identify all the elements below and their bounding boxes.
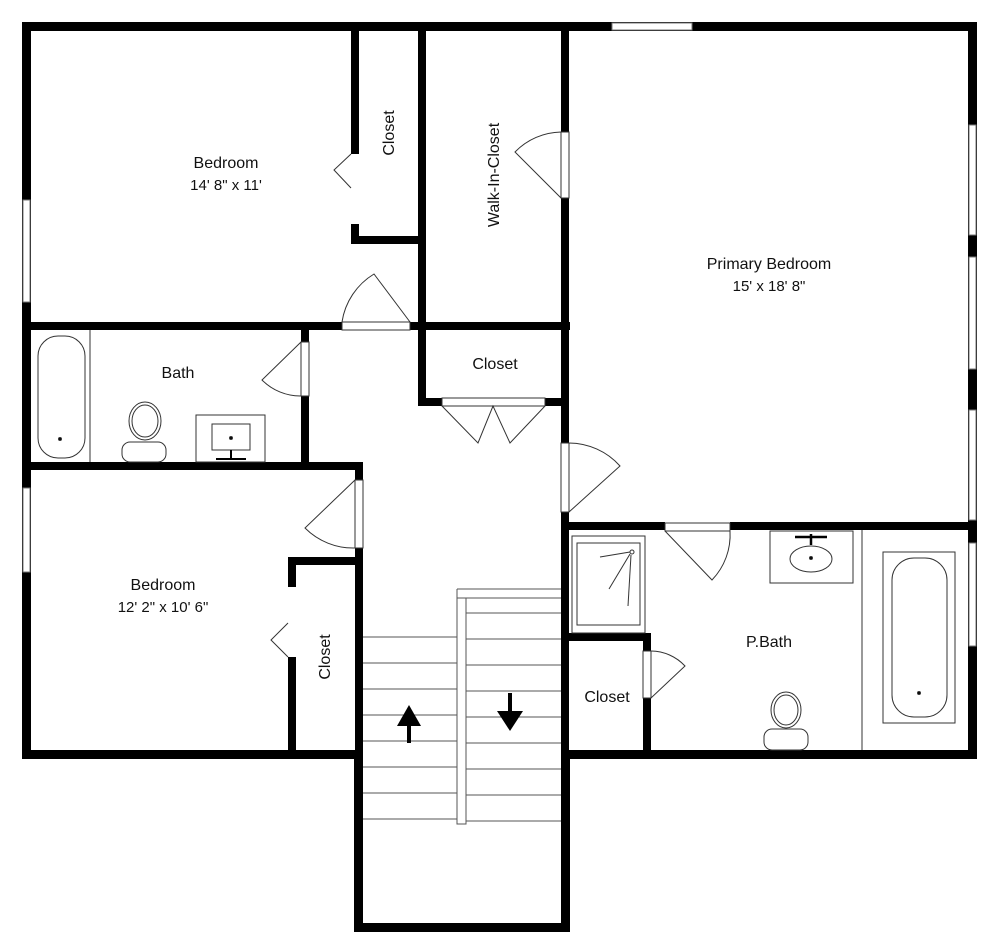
window-right-3: [968, 409, 977, 521]
shower-p-bath: [571, 535, 646, 634]
window-right-1: [968, 124, 977, 236]
room-label-primary-bedroom: Primary Bedroom 15' x 18' 8": [707, 255, 831, 299]
door-bedroom-1: [341, 273, 411, 323]
doors: [261, 131, 731, 699]
bathtub-bath: [37, 330, 91, 462]
room-label-bedroom-1: Bedroom 14' 8" x 11': [190, 154, 262, 198]
room-label-p-bath: P.Bath: [746, 633, 792, 653]
room-dimensions: 12' 2" x 10' 6": [117, 599, 209, 616]
interior-walls: [22, 30, 977, 760]
room-name: Primary Bedroom: [706, 256, 832, 273]
fixtures: [37, 330, 956, 751]
room-label-closet-2: Closet: [316, 634, 336, 679]
window-right-4: [968, 542, 977, 647]
door-walk-in-closet: [514, 131, 562, 199]
door-primary-bedroom: [568, 442, 621, 513]
arrow-up-icon: [397, 705, 421, 743]
room-name: Closet: [381, 110, 398, 156]
door-bath: [261, 341, 302, 397]
room-name: Bath: [161, 365, 195, 382]
room-label-closet-hall: Closet: [472, 355, 517, 375]
room-dimensions: 15' x 18' 8": [732, 278, 806, 295]
room-name: Closet: [317, 634, 334, 680]
sink-p-bath: [769, 530, 854, 584]
toilet-p-bath: [763, 691, 809, 751]
room-name: Bedroom: [130, 577, 196, 594]
toilet-bath: [121, 401, 167, 463]
door-closet-2: [270, 622, 289, 658]
window-right-2: [968, 256, 977, 370]
room-label-bedroom-2: Bedroom 12' 2" x 10' 6": [118, 576, 209, 620]
door-p-bath: [664, 530, 731, 581]
room-label-bath: Bath: [162, 364, 195, 384]
door-closet-1: [333, 153, 352, 189]
room-dimensions: 14' 8" x 11': [190, 177, 262, 194]
arrow-down-icon: [497, 693, 523, 731]
room-name: P.Bath: [746, 634, 792, 651]
room-name: Walk-In-Closet: [486, 122, 503, 228]
sink-bath: [195, 414, 266, 463]
room-name: Bedroom: [193, 155, 259, 172]
room-name: Closet: [584, 689, 630, 706]
window-left-bedroom2: [22, 487, 31, 573]
door-closet-pbath: [650, 650, 686, 699]
door-hall-closet: [441, 404, 546, 444]
room-label-walk-in-closet: Walk-In-Closet: [485, 123, 505, 227]
bathtub-p-bath: [861, 530, 956, 750]
window-left-bedroom1: [22, 199, 31, 303]
exterior-walls: [22, 22, 977, 932]
door-bedroom-2: [304, 479, 356, 549]
window-top: [611, 22, 693, 31]
room-label-closet-1: Closet: [380, 110, 400, 155]
windows: [22, 22, 977, 647]
room-name: Closet: [472, 356, 518, 373]
room-label-closet-pbath: Closet: [584, 688, 629, 708]
